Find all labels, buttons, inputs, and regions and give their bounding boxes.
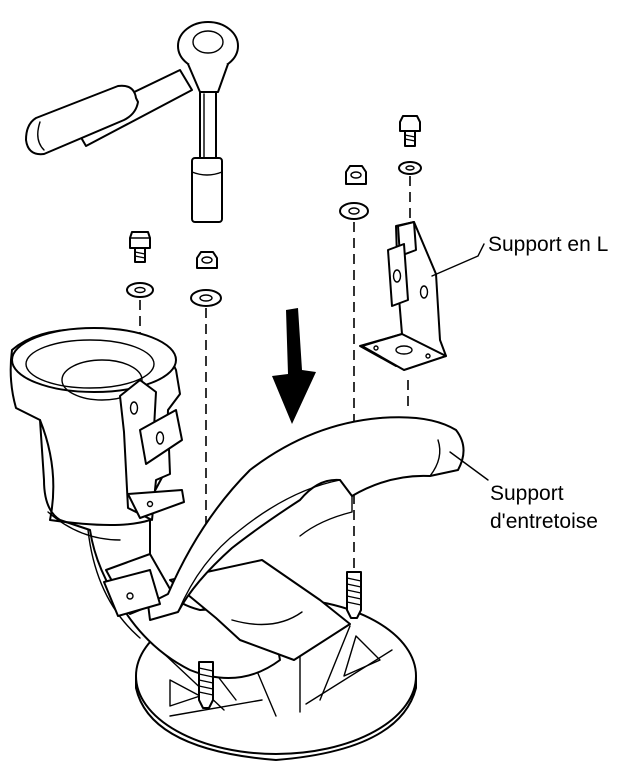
down-arrow-icon — [272, 308, 316, 424]
left-bolt — [129, 231, 151, 263]
spacer-bracket-leader — [449, 451, 489, 481]
l-bracket — [359, 221, 447, 371]
right-floor-stud — [346, 571, 362, 619]
center-washer — [190, 289, 222, 307]
top-right-bolt — [399, 115, 421, 147]
right-nut — [345, 165, 367, 185]
right-washer — [339, 202, 369, 220]
spacer-bracket-label-line2: d'entretoise — [490, 510, 598, 533]
l-bracket-label: Support en L — [488, 233, 608, 256]
top-right-washer — [398, 161, 422, 175]
center-nut — [196, 251, 218, 269]
spacer-bracket — [103, 416, 465, 621]
spacer-bracket-label-line1: Support — [490, 482, 564, 505]
ratchet-wrench — [25, 21, 239, 223]
left-angle-bracket — [119, 379, 185, 521]
left-washer — [126, 282, 154, 298]
l-bracket-leader — [431, 243, 485, 277]
left-floor-stud — [198, 661, 214, 709]
